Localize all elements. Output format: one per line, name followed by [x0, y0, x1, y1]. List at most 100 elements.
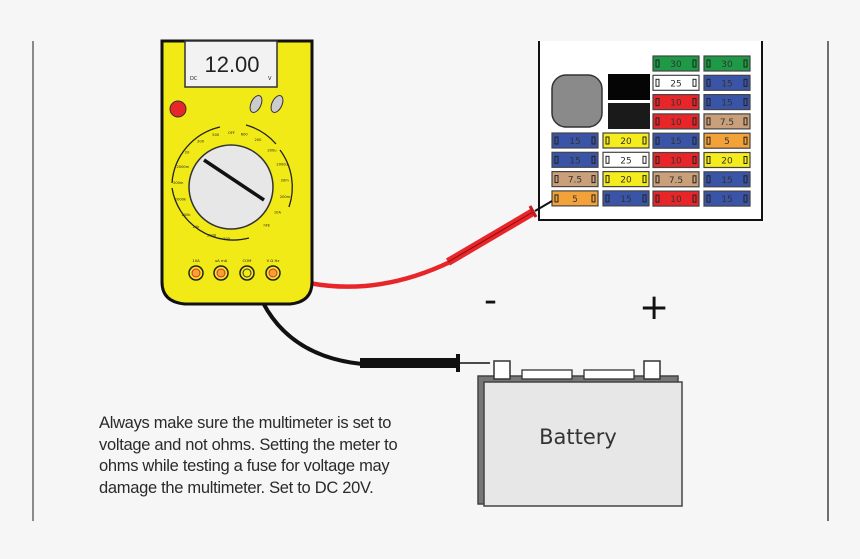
- fuse: 15: [703, 93, 751, 111]
- jack-label: COM: [243, 258, 252, 263]
- display-mode: DC: [190, 76, 198, 82]
- dial-label: 600: [241, 133, 249, 137]
- red-probe-tip: [534, 200, 553, 212]
- jack-label: uA mA: [215, 258, 228, 263]
- fuse-body: [703, 132, 751, 149]
- fuse-contact-right: [692, 59, 697, 68]
- dial-label: 500: [212, 133, 220, 137]
- fuse-contact-left: [706, 136, 711, 145]
- fuse-rating: 25: [620, 156, 631, 166]
- display-unit: V: [268, 76, 272, 82]
- fuse-rating: 15: [620, 195, 631, 205]
- fuse-rating: 5: [724, 137, 730, 147]
- fuse-body: [551, 190, 599, 207]
- caption-line: Always make sure the multimeter is set t…: [99, 414, 392, 432]
- fuse: 7.5: [652, 171, 700, 188]
- fuse-contact-right: [743, 175, 748, 184]
- fuse-body: [602, 190, 650, 207]
- fuse-rating: 7.5: [720, 118, 734, 128]
- fuse-rating: 20: [721, 157, 733, 167]
- fuse-box-maxi-fuse-2: [608, 103, 650, 129]
- fuse: 15: [703, 74, 751, 91]
- battery-positive-terminal: [643, 360, 661, 380]
- jack-com[interactable]: COM: [239, 258, 255, 281]
- fuse-contact-right: [743, 78, 748, 87]
- multimeter: 12.00 DC V 500200202000m200m2000k200k20k…: [160, 39, 314, 306]
- fuse-body: [652, 113, 700, 130]
- fuse-rating: 15: [721, 176, 732, 186]
- fuse-rating: 15: [569, 156, 580, 166]
- hold-button[interactable]: [169, 100, 187, 118]
- battery-body: [483, 381, 683, 507]
- dial-label: 200k: [182, 213, 192, 217]
- fuse-contact-right: [591, 194, 596, 203]
- fuse-rating: 20: [620, 176, 632, 186]
- black-probe-guard: [456, 354, 460, 372]
- fuse-contact-left: [554, 136, 559, 145]
- dial-label: 200m: [280, 195, 291, 199]
- fuse-contact-right: [692, 175, 697, 184]
- dial-label: 10A: [274, 211, 282, 215]
- dial-label: 2000u: [276, 162, 287, 166]
- fuse-box-maxi-fuse-1: [608, 74, 650, 100]
- dial-range-arc-right: [279, 149, 293, 208]
- fuse-contact-right: [591, 175, 596, 184]
- multimeter-display: [184, 40, 278, 88]
- fuse-contact-right: [642, 155, 647, 164]
- fuse: 10: [652, 190, 700, 207]
- fuse-rating: 25: [670, 79, 681, 89]
- dial-label: OFF: [228, 131, 235, 135]
- fuse: 15: [551, 132, 599, 149]
- jack-10a[interactable]: 10A: [188, 258, 204, 281]
- fuse-contact-right: [642, 136, 647, 145]
- fuse-rating: 10: [670, 99, 682, 109]
- fuse-contact-left: [554, 175, 559, 184]
- fuse-contact-right: [642, 194, 647, 203]
- fuse-contact-right: [692, 194, 697, 203]
- fuse-contact-left: [655, 59, 660, 68]
- fuse-contact-left: [655, 156, 660, 164]
- red-probe-handle-edge: [447, 211, 534, 263]
- positive-sign: +: [639, 287, 670, 328]
- fuse-contact-right: [692, 98, 697, 107]
- dial-label: 2000: [207, 233, 217, 237]
- fuse-body: [652, 93, 700, 111]
- fuse-rating: 15: [569, 137, 580, 147]
- fuse-body: [602, 171, 650, 188]
- fuse: 5: [703, 132, 751, 149]
- fuse-contact-right: [692, 156, 697, 164]
- fuse-body: [703, 93, 751, 111]
- function-button-2[interactable]: [269, 94, 286, 115]
- jack-inner: [268, 268, 278, 278]
- fuse-contact-right: [642, 175, 647, 184]
- fuse-contact-left: [605, 155, 610, 164]
- fuse-contact-left: [605, 194, 610, 203]
- fuse-body: [652, 55, 700, 72]
- rotary-dial[interactable]: [188, 144, 274, 230]
- fuse: 30: [652, 55, 700, 72]
- fuse: 30: [703, 55, 751, 72]
- fuse: 15: [703, 171, 751, 188]
- fuse-contact-left: [655, 98, 660, 107]
- jack-inner: [191, 268, 201, 278]
- dial-label: 200u: [267, 149, 276, 153]
- fuse-contact-right: [692, 78, 697, 87]
- fuse-body: [551, 171, 599, 188]
- fuse-body: [551, 132, 599, 149]
- jack-ua-ma[interactable]: uA mA: [213, 258, 229, 281]
- fuse-rating: 15: [670, 137, 681, 147]
- fuse-contact-left: [706, 117, 711, 126]
- function-button-1[interactable]: [248, 94, 265, 115]
- fuse-body: [703, 151, 751, 169]
- dial-range-arc-top-right: [245, 124, 277, 145]
- jack-label: V Ω Hz: [267, 258, 280, 263]
- jack-v-ohm[interactable]: V Ω Hz: [265, 258, 281, 281]
- fuse-rating: 10: [670, 157, 682, 167]
- battery-vent-cap-1: [521, 369, 573, 380]
- fuse-contact-right: [743, 59, 748, 68]
- battery: [477, 360, 683, 507]
- fuse-contact-left: [706, 98, 711, 107]
- fuse-contact-right: [591, 155, 596, 164]
- dial-label: 20k: [193, 225, 201, 229]
- dial-label: 2000m: [177, 165, 190, 169]
